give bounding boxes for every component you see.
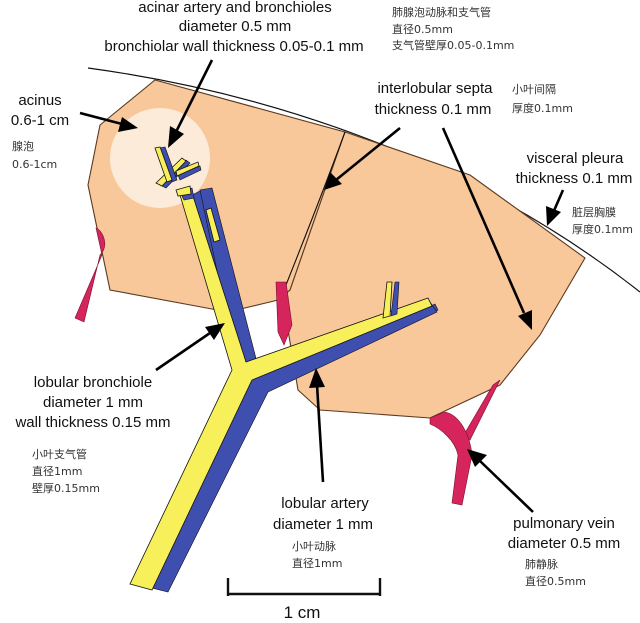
- pulmonary-vein-right-upper: [461, 379, 501, 441]
- septa-zh-1: 小叶间隔: [512, 83, 556, 96]
- acinar-zh-3: 支气管壁厚0.05-0.1mm: [392, 38, 514, 52]
- artery-zh-2: 直径1mm: [292, 556, 342, 570]
- pulmonary-vein-right-main: [429, 411, 473, 506]
- pulmonary-vein-left: [74, 227, 106, 323]
- label-acinar: acinar artery and bronchioles diameter 0…: [104, 0, 514, 55]
- acinus-line-1: acinus: [18, 92, 61, 109]
- pleura-zh-2: 厚度0.1mm: [572, 222, 633, 236]
- label-artery: lobular artery diameter 1 mm 小叶动脉 直径1mm: [273, 495, 373, 570]
- pleura-surface-line: [87, 67, 640, 293]
- lobular-artery-fill: [151, 187, 438, 593]
- acinar-branches: [154, 146, 202, 201]
- label-bronchiole: lobular bronchiole diameter 1 mm wall th…: [14, 374, 170, 495]
- scale-label: 1 cm: [284, 603, 321, 622]
- bronchiole-zh-1: 小叶支气管: [32, 447, 87, 461]
- pulmonary-vein-center: [275, 281, 293, 346]
- bronchiole-line-3: wall thickness 0.15 mm: [14, 414, 170, 431]
- vein-line-2: diameter 0.5 mm: [508, 535, 621, 552]
- acinus-zh-2: 0.6-1cm: [12, 158, 57, 171]
- bronchiole-zh-3: 壁厚0.15mm: [32, 481, 100, 495]
- bronchiole-line-2: diameter 1 mm: [43, 394, 143, 411]
- artery-line-1: lobular artery: [281, 495, 369, 512]
- septa-zh-2: 厚度0.1mm: [512, 101, 573, 115]
- label-pleura: visceral pleura thickness 0.1 mm 脏层胸膜 厚度…: [516, 150, 633, 236]
- acinar-zh-2: 直径0.5mm: [392, 22, 453, 36]
- label-septa: interlobular septa thickness 0.1 mm 小叶间隔…: [375, 80, 573, 118]
- bronchiole-mid-branch: [205, 207, 221, 243]
- acinus-line-2: 0.6-1 cm: [11, 112, 69, 129]
- artery-right-tip: [390, 281, 400, 317]
- acinar-zh-1: 肺腺泡动脉和支气管: [392, 5, 491, 19]
- bronchiole-line-1: lobular bronchiole: [34, 374, 152, 391]
- vein-line-1: pulmonary vein: [513, 515, 615, 532]
- septa-line-2: thickness 0.1 mm: [375, 101, 492, 118]
- pleura-line-2: thickness 0.1 mm: [516, 170, 633, 187]
- label-acinus: acinus 0.6-1 cm 腺泡 0.6-1cm: [11, 92, 69, 171]
- vein-zh-2: 直径0.5mm: [525, 574, 586, 588]
- artery-zh-1: 小叶动脉: [292, 539, 336, 553]
- bronchiole-zh-2: 直径1mm: [32, 464, 82, 478]
- pleura-zh-1: 脏层胸膜: [572, 205, 616, 219]
- acinar-line-2: diameter 0.5 mm: [179, 18, 292, 35]
- label-vein: pulmonary vein diameter 0.5 mm 肺静脉 直径0.5…: [508, 515, 621, 588]
- acinar-line-3: bronchiolar wall thickness 0.05-0.1 mm: [104, 38, 363, 55]
- septa-line-1: interlobular septa: [377, 80, 493, 97]
- pleura-line-1: visceral pleura: [527, 150, 624, 167]
- vein-zh-1: 肺静脉: [525, 557, 558, 571]
- scale-bar: 1 cm: [226, 578, 382, 622]
- acinus-zh-1: 腺泡: [12, 139, 34, 153]
- acinar-line-1: acinar artery and bronchioles: [138, 0, 331, 16]
- bronchiole-right-tip: [382, 281, 393, 319]
- artery-line-2: diameter 1 mm: [273, 516, 373, 533]
- arrows: [79, 59, 565, 513]
- interlobular-septum: [279, 131, 346, 301]
